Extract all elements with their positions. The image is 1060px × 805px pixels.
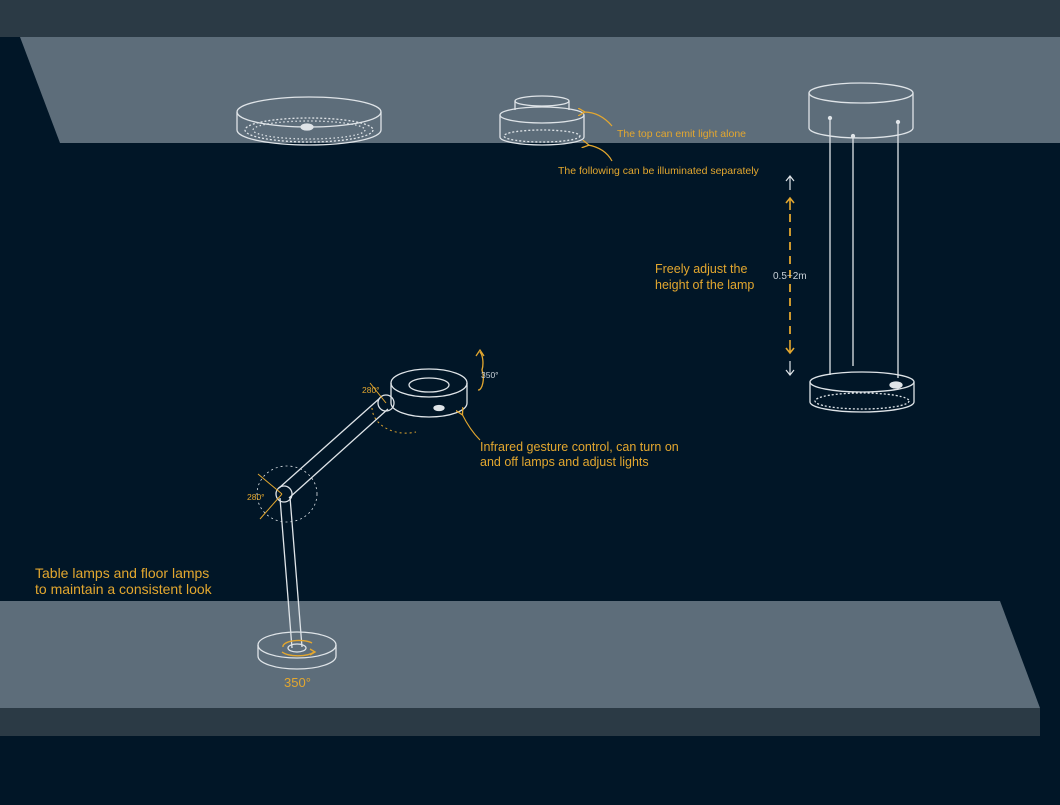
wire-anchor xyxy=(850,133,856,139)
rotation-arrowhead xyxy=(475,348,485,357)
wire-anchor xyxy=(895,119,901,125)
floor-face xyxy=(0,601,1040,708)
upper-joint-range-arc xyxy=(371,407,417,434)
flush-diffuser-pattern xyxy=(244,117,374,143)
table-label-line2: to maintain a consistent look xyxy=(35,581,213,597)
rotation-arrowhead xyxy=(309,648,317,656)
down-arrow-icon xyxy=(785,361,795,376)
lamp-base-body xyxy=(257,645,337,670)
pendant-body xyxy=(809,382,915,413)
lower-joint-angle-label: 280° xyxy=(247,492,265,502)
rotation-arrow-icon xyxy=(477,351,484,391)
top-emit-label: The top can emit light alone xyxy=(617,128,746,140)
lower-tier-diffuser xyxy=(503,129,581,143)
ceiling-lamp-two-tier xyxy=(499,95,585,146)
curved-arrow-icon xyxy=(588,145,613,162)
gesture-label-line1: Infrared gesture control, can turn on xyxy=(480,440,679,454)
floor-slab xyxy=(0,601,1040,736)
flush-diffuser-inner xyxy=(252,120,366,140)
lamp-upper-arm xyxy=(278,397,389,499)
gesture-sensor-icon xyxy=(433,404,445,412)
table-label-line1: Table lamps and floor lamps xyxy=(35,565,209,581)
upper-joint-angle-label: 280° xyxy=(362,385,380,395)
wire-anchor xyxy=(827,115,833,121)
base-rotation-label: 350° xyxy=(284,675,311,690)
rotation-guides xyxy=(256,348,485,657)
ceiling-lamp-flush xyxy=(236,96,382,146)
lower-joint xyxy=(275,485,293,503)
pendant-lamp xyxy=(808,82,915,413)
height-adjust-indicator xyxy=(785,175,795,376)
flush-body xyxy=(236,112,382,146)
gesture-label-line2: and off lamps and adjust lights xyxy=(480,455,649,469)
height-range-label: 0.5~2m xyxy=(773,271,807,282)
canopy-body xyxy=(808,93,914,139)
lamp-head-top xyxy=(390,368,468,398)
flush-sensor-icon xyxy=(300,123,314,131)
upper-joint-angle-line xyxy=(369,382,387,404)
upper-joint xyxy=(377,394,395,412)
lower-joint-range-circle xyxy=(256,465,318,523)
down-arrow-icon xyxy=(785,340,795,355)
up-arrow-icon xyxy=(785,175,795,190)
height-label-line2: height of the lamp xyxy=(655,278,754,292)
curved-arrow-icon xyxy=(462,414,481,441)
up-arrow-icon xyxy=(785,196,795,210)
lamp-head-aperture xyxy=(408,377,450,393)
head-rotation-label: 350° xyxy=(481,370,499,380)
pendant-sensor-icon xyxy=(889,381,903,389)
lower-tier-body xyxy=(499,115,585,146)
lower-joint-angle-lines xyxy=(257,473,283,520)
ceiling-top-band xyxy=(0,0,1060,37)
height-label-line1: Freely adjust the xyxy=(655,262,747,276)
ceiling-face xyxy=(20,37,1060,143)
floor-edge xyxy=(0,708,1040,736)
pendant-diffuser xyxy=(814,392,910,410)
curved-arrow-icon xyxy=(584,112,613,127)
stem-socket xyxy=(287,643,307,653)
ceiling-slab xyxy=(0,0,1060,143)
lamp-head-body xyxy=(390,383,468,418)
base-rotation-arc xyxy=(282,639,313,648)
bottom-separate-label: The following can be illuminated separat… xyxy=(558,165,760,177)
table-lamp xyxy=(257,368,468,670)
